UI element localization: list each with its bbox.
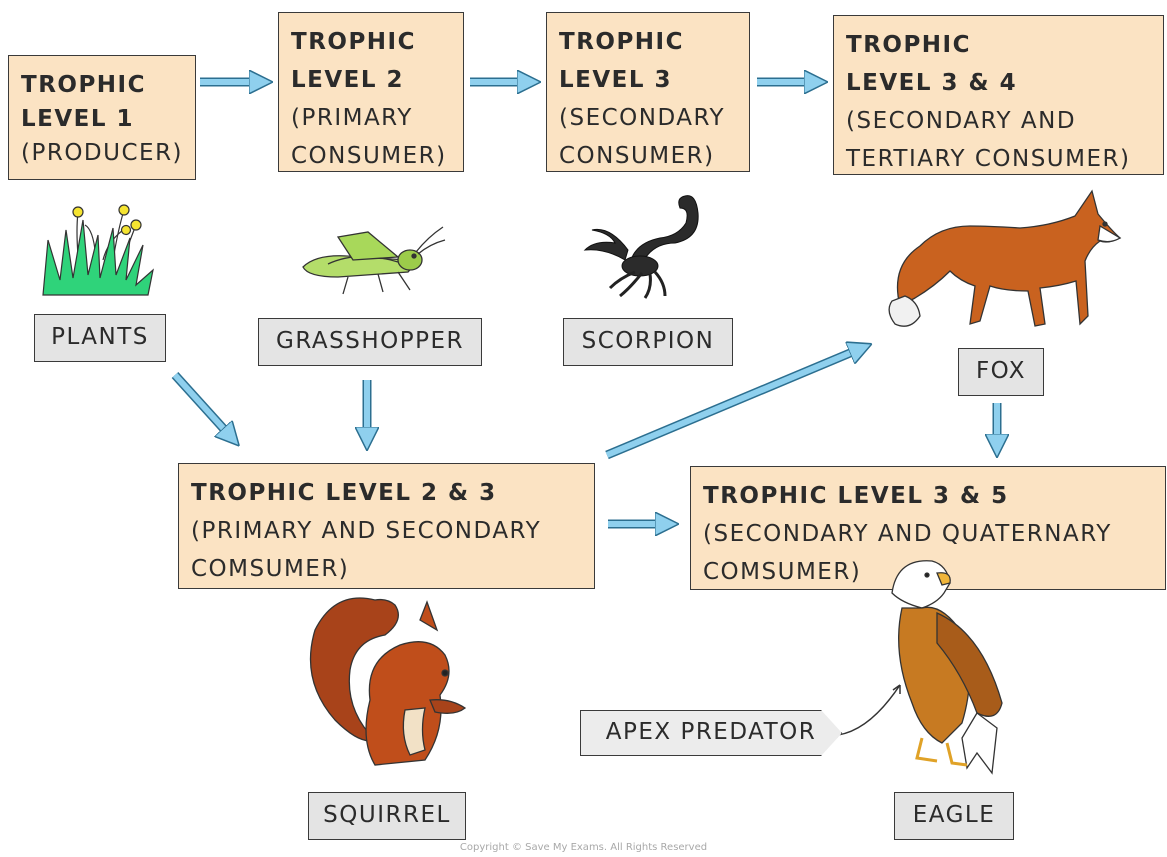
trophic-level-3-4-box: TROPHIC LEVEL 3 & 4 (SECONDARY AND TERTI… [833, 15, 1164, 175]
eagle-illustration [891, 560, 1003, 775]
squirrel-illustration [309, 597, 467, 766]
fox-illustration [888, 189, 1122, 327]
box-role: (PRIMARY AND SECONDARY [191, 518, 542, 544]
box-title: TROPHIC [559, 29, 684, 55]
box-role: (SECONDARY [559, 105, 726, 131]
box-role: (PRIMARY [291, 105, 413, 131]
plants-illustration [42, 204, 154, 296]
box-role: (SECONDARY AND [846, 108, 1077, 134]
trophic-level-2-3-box: TROPHIC LEVEL 2 & 3 (PRIMARY AND SECONDA… [178, 463, 595, 589]
grasshopper-illustration [302, 226, 446, 295]
box-title: TROPHIC LEVEL 3 & 5 [703, 483, 1009, 509]
box-role-cont: CONSUMER) [291, 143, 447, 169]
box-role: (SECONDARY AND QUATERNARY [703, 521, 1112, 547]
box-title: TROPHIC [291, 29, 416, 55]
plants-label: PLANTS [34, 314, 166, 362]
apex-predator-tag: APEX PREDATOR [580, 710, 842, 756]
trophic-level-1-box: TROPHIC LEVEL 1 (PRODUCER) [8, 55, 196, 180]
box-role-cont: CONSUMER) [559, 143, 715, 169]
box-title: TROPHIC [21, 72, 146, 98]
box-role-cont: COMSUMER) [703, 559, 862, 585]
fox-label: FOX [958, 348, 1044, 396]
scorpion-illustration [583, 195, 699, 299]
box-level: LEVEL 2 [291, 67, 405, 93]
arrow-plants-to-squirrel [171, 371, 232, 438]
trophic-level-3-box: TROPHIC LEVEL 3 (SECONDARY CONSUMER) [546, 12, 750, 172]
squirrel-label: SQUIRREL [308, 792, 466, 840]
arrow-squirrel-to-fox [605, 348, 862, 460]
box-level: LEVEL 3 [559, 67, 673, 93]
box-level: LEVEL 1 [21, 106, 135, 132]
grasshopper-label: GRASSHOPPER [258, 318, 482, 366]
copyright-text: Copyright © Save My Exams. All Rights Re… [459, 842, 708, 853]
box-role-cont: TERTIARY CONSUMER) [846, 146, 1131, 172]
box-role-cont: COMSUMER) [191, 556, 350, 582]
trophic-level-2-box: TROPHIC LEVEL 2 (PRIMARY CONSUMER) [278, 12, 464, 172]
box-title: TROPHIC LEVEL 2 & 3 [191, 480, 497, 506]
box-level: LEVEL 3 & 4 [846, 70, 1018, 96]
eagle-label: EAGLE [894, 792, 1014, 840]
box-role: (PRODUCER) [21, 140, 184, 166]
scorpion-label: SCORPION [563, 318, 733, 366]
box-title: TROPHIC [846, 32, 971, 58]
